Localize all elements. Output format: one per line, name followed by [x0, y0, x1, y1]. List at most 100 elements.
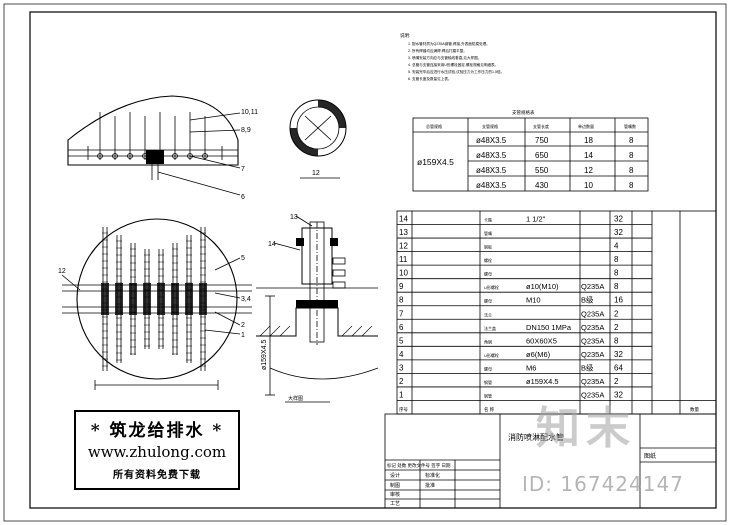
note-line: 1. 配水管材质为Q235A钢管,焊接,外表面防腐处理。	[408, 41, 490, 46]
bt-cell: ø48X3.5	[476, 181, 507, 190]
design-label: 设计	[390, 472, 400, 479]
bom-name: 螺栓	[484, 257, 492, 263]
branch-joint	[112, 153, 118, 159]
bom-no: 7	[399, 309, 404, 318]
bom-name: 钢管	[484, 392, 492, 398]
check-label: 审核	[390, 491, 400, 498]
branch-table-grid	[412, 117, 649, 192]
bom-spec: M6	[526, 363, 536, 372]
bom-name: 法兰盖	[484, 325, 496, 331]
bom-material: Q235A	[581, 323, 604, 332]
bom-no: 10	[399, 269, 408, 278]
bom-qty: 8	[614, 255, 619, 264]
bom-name: 卡箍	[484, 217, 492, 223]
image-id-watermark: ID: 167424147	[522, 472, 684, 496]
bom-material: Q235A	[581, 390, 604, 399]
bom-header-no: 序号	[399, 406, 408, 413]
label-10-11: 10,11	[241, 109, 258, 116]
bt-header: 支管长度	[533, 123, 549, 129]
outer-border	[3, 3, 727, 522]
bt-cell: 550	[535, 166, 549, 175]
bt-cell: 430	[535, 181, 549, 190]
bt-main-pipe: ø159X4.5	[417, 157, 454, 167]
bom-spec: M10	[526, 296, 541, 305]
plan-view	[61, 218, 252, 390]
watermark-box: * 筑龙给排水 * www.zhulong.com 所有资料免费下载	[74, 410, 240, 490]
bom-name: U形螺栓	[484, 284, 499, 290]
diameter-label: ø159X4.5	[261, 340, 268, 370]
label-8-9: 8,9	[241, 127, 251, 134]
bom-spec: ø159X4.5	[526, 377, 559, 386]
label-3-4: 3,4	[241, 296, 251, 303]
bom-spec: ø6(M6)	[526, 350, 551, 359]
note-line: 2. 所有焊缝均应满焊,焊后打磨平整。	[408, 48, 467, 53]
bt-cell: ø48X3.5	[476, 166, 507, 175]
bom-qty: 2	[614, 309, 619, 318]
detail-caption: 大样图	[288, 395, 303, 402]
note-line: 3. 喷嘴安装方向应与支管轴线垂直,见大样图。	[408, 55, 481, 60]
branch-joint	[97, 153, 103, 159]
bt-cell: 14	[584, 151, 593, 160]
u-bolt	[157, 283, 165, 315]
bt-cell: 8	[629, 151, 634, 160]
elevation-view	[67, 95, 241, 196]
draw-label: 制图	[390, 482, 400, 489]
notes-heading: 说明:	[400, 32, 410, 39]
u-bolt	[129, 283, 137, 315]
notes-block: 说明: 1. 配水管材质为Q235A钢管,焊接,外表面防腐处理。 2. 所有焊缝…	[400, 32, 535, 116]
bom-material: Q235A	[581, 377, 604, 386]
label-7: 7	[241, 166, 245, 173]
bom-name: U形螺栓	[484, 352, 499, 358]
bom-no: 6	[399, 323, 404, 332]
bom-no: 5	[399, 336, 404, 345]
bom-name: 螺母	[484, 298, 492, 304]
watermark-slogan: 所有资料免费下载	[113, 470, 201, 481]
bom-header-qty: 数量	[690, 406, 699, 413]
bt-cell: 750	[535, 136, 549, 145]
bom-name: 钢管	[484, 379, 492, 385]
brand-logo-watermark: 知末	[536, 403, 636, 454]
branch-table-text: 总管规格 支管规格 支管长度 单边数量 管嘴数 ø159X4.5 ø48X3.5…	[417, 123, 636, 190]
bt-header: 支管规格	[482, 123, 498, 129]
note-line: 5. 安装完毕后应进行水压试验,试验压力为工作压力的1.5倍。	[408, 69, 504, 74]
u-bolt	[185, 283, 193, 315]
bom-material: Q235A	[581, 350, 604, 359]
bt-cell: ø48X3.5	[476, 151, 507, 160]
title-block-grid	[384, 413, 717, 509]
u-bolt	[199, 283, 207, 315]
branch-joint	[172, 153, 178, 159]
bt-cell: 18	[584, 136, 593, 145]
bom-qty: 8	[614, 282, 619, 291]
bom-material: Q235A	[581, 282, 604, 291]
label-2: 2	[241, 322, 245, 329]
watermark-brand: * 筑龙给排水 *	[90, 421, 224, 441]
standard-label: 标准化	[425, 472, 440, 479]
watermark-url: www.zhulong.com	[87, 443, 227, 461]
bom-name: 法兰	[484, 311, 492, 317]
bt-cell: 8	[629, 166, 634, 175]
bom-material: B级	[581, 295, 594, 305]
label-1: 1	[241, 332, 245, 339]
u-bolt	[143, 283, 151, 315]
bt-cell: 10	[584, 181, 593, 190]
bt-cell: ø48X3.5	[476, 136, 507, 145]
u-bolt	[101, 283, 109, 315]
drawing-title: 消防喷淋配水管	[508, 432, 564, 442]
bom-qty: 4	[614, 242, 619, 251]
bt-cell: 12	[584, 166, 593, 175]
bom-spec: DN150 1MPa	[526, 323, 572, 332]
detail-view	[256, 215, 379, 403]
bom-qty: 32	[614, 350, 623, 359]
bom-header-name: 名 称	[484, 406, 495, 413]
bom-name: 角钢	[484, 338, 492, 344]
bt-cell: 650	[535, 151, 549, 160]
bom-material: Q235A	[581, 309, 604, 318]
part-labels: 10,11 8,9 7 6 12 5 3,4 2 1 12 13 14 ø159…	[58, 109, 320, 402]
bom-qty: 16	[614, 296, 623, 305]
bt-header: 管嘴数	[624, 123, 636, 129]
bom-no: 14	[399, 215, 408, 224]
bom-material: B级	[581, 362, 594, 372]
